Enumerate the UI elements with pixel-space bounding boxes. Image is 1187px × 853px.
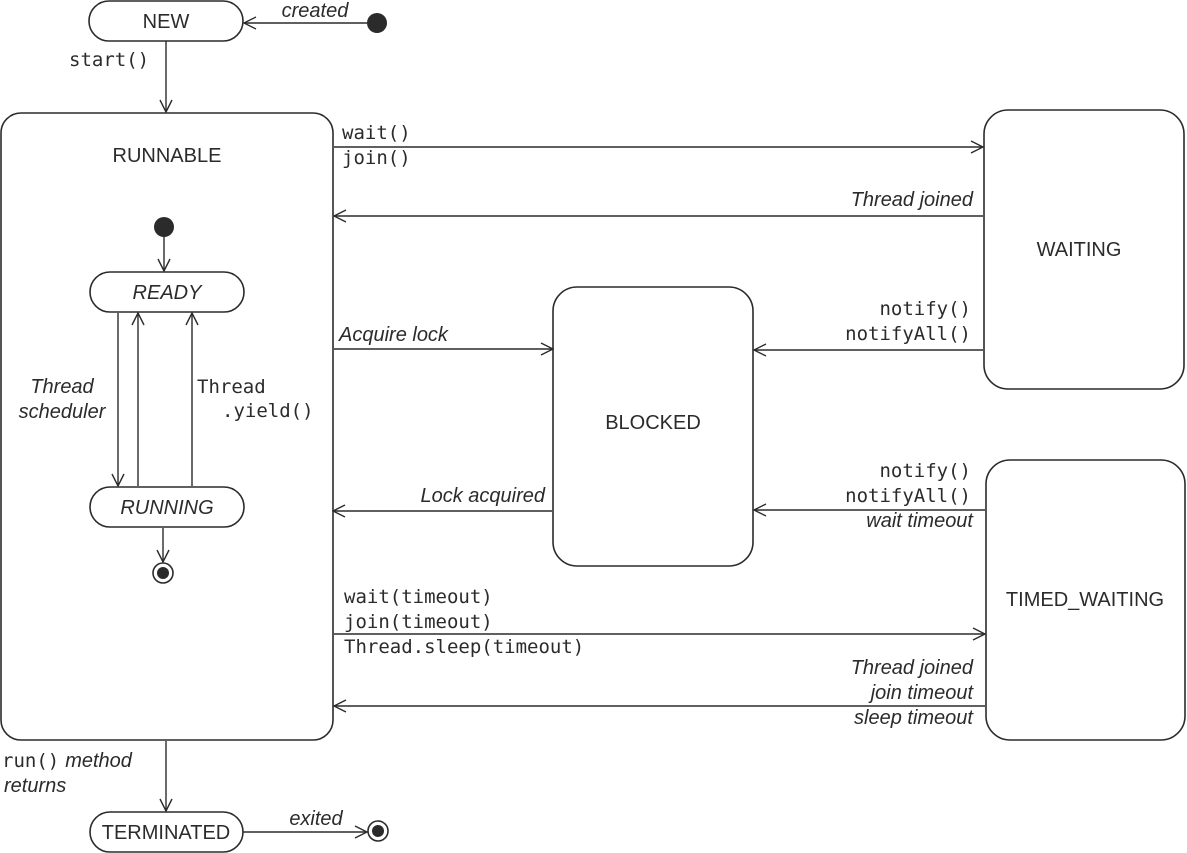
run-method-label: method [65, 750, 133, 772]
notify-all-label-1: notifyAll() [845, 323, 971, 345]
waiting-state [983, 109, 1185, 390]
notify-label-1: notify() [879, 298, 971, 320]
join-timeout-call-label: join(timeout) [344, 611, 493, 633]
sleep-timeout-call-label: Thread.sleep(timeout) [344, 636, 584, 658]
waiting-state-label: WAITING [1037, 239, 1122, 261]
thread-joined-label-2: Thread joined [851, 657, 974, 679]
notify-label-2: notify() [879, 460, 971, 482]
running-state-label: RUNNING [120, 497, 213, 519]
yield-label-1: Thread [197, 376, 266, 398]
ready-state-label: READY [133, 282, 204, 304]
terminated-state-label: TERMINATED [102, 822, 231, 844]
blocked-state [552, 286, 754, 567]
notify-all-label-2: notifyAll() [845, 485, 971, 507]
runnable-state [0, 112, 334, 741]
wait-timeout-label: wait timeout [866, 510, 974, 532]
created-label: created [282, 0, 350, 22]
wait-label: wait() [342, 122, 411, 144]
thread-scheduler-label-2: scheduler [19, 401, 107, 423]
blocked-state-label: BLOCKED [605, 412, 701, 434]
lock-acquired-label: Lock acquired [420, 485, 545, 507]
running-final-dot [157, 567, 169, 579]
wait-timeout-call-label: wait(timeout) [344, 586, 493, 608]
join-timeout-label: join timeout [868, 682, 975, 704]
new-state-label: NEW [143, 11, 190, 33]
running-state [89, 486, 245, 528]
run-call-label: run() [2, 750, 59, 772]
sleep-timeout-label: sleep timeout [854, 707, 974, 729]
runnable-state-label: RUNNABLE [113, 145, 222, 167]
join-label: join() [342, 147, 411, 169]
run-returns-label-2: returns [4, 775, 66, 797]
exited-label: exited [289, 808, 343, 830]
created-initial-dot [367, 13, 387, 33]
runnable-initial-dot [154, 217, 174, 237]
yield-label-2: .yield() [222, 400, 314, 422]
thread-joined-label: Thread joined [851, 189, 974, 211]
exited-final-dot [372, 825, 384, 837]
acquire-lock-label: Acquire lock [338, 324, 449, 346]
run-returns-label: run() method [2, 750, 133, 772]
ready-state [89, 271, 245, 313]
start-label: start() [69, 49, 149, 71]
thread-scheduler-label-1: Thread [30, 376, 94, 398]
timed-waiting-state-label: TIMED_WAITING [1006, 589, 1164, 611]
timed-waiting-state [985, 459, 1186, 741]
